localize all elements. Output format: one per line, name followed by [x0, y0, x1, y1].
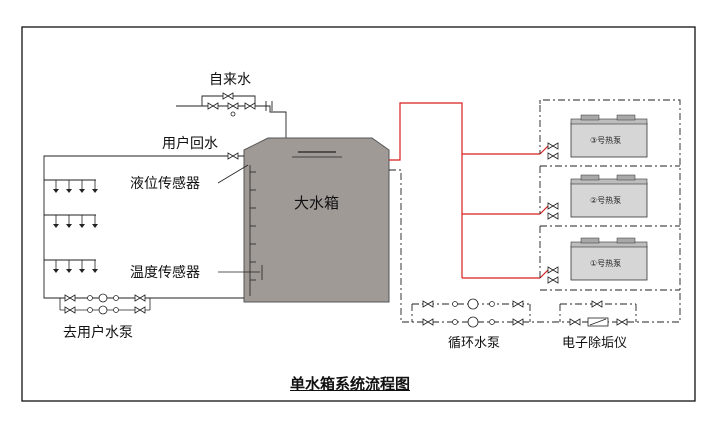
descaler-label: 电子除垢仪 [562, 336, 628, 351]
user-branches [44, 179, 96, 261]
user-return-label: 用户回水 [162, 136, 218, 152]
inlet-valve-2 [227, 102, 239, 110]
level-gauge [249, 165, 256, 296]
return-valve [227, 152, 239, 160]
circ-pump-2 [467, 316, 479, 328]
tap-water-pipe [176, 95, 287, 138]
hot-water-lines [389, 102, 549, 279]
water-tank [243, 137, 390, 303]
diagram-title: 单水箱系统流程图 [290, 375, 411, 393]
user-pump-2 [98, 305, 108, 315]
outer-frame [21, 26, 696, 402]
heat-pump-1-label: ①号热泵 [590, 259, 622, 268]
float-ball [230, 111, 236, 117]
level-sensor-label: 液位传感器 [130, 176, 200, 192]
user-pump-label: 去用户水泵 [63, 325, 133, 341]
circ-pump-label: 循环水泵 [448, 336, 501, 351]
circ-pump-1 [467, 298, 479, 310]
heat-pump-2-label: ②号热泵 [590, 196, 622, 205]
heat-pump-3-label: ③号热泵 [590, 136, 622, 145]
tank-label: 大水箱 [294, 194, 340, 212]
temp-sensor-label: 温度传感器 [130, 265, 200, 281]
bypass-valve [222, 92, 234, 100]
user-pump-1 [98, 293, 108, 303]
inlet-valve-3 [244, 102, 256, 110]
tap-water-label: 自来水 [209, 72, 251, 88]
inlet-valve-1 [207, 102, 219, 110]
